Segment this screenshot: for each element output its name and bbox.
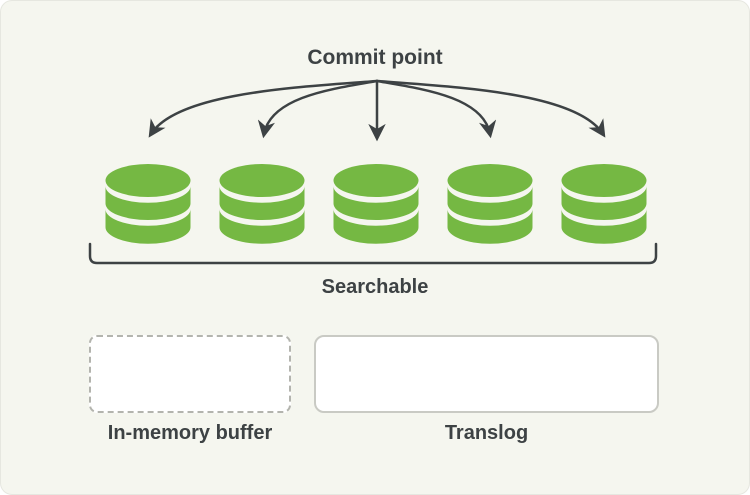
arrow-line bbox=[257, 79, 379, 139]
in-memory-buffer-box bbox=[89, 335, 291, 413]
in-memory-buffer-label: In-memory buffer bbox=[107, 422, 273, 444]
segment-row bbox=[106, 164, 647, 244]
database-icon bbox=[562, 164, 647, 244]
translog-box bbox=[314, 335, 659, 413]
translog-label: Translog bbox=[444, 422, 529, 444]
arrow-line bbox=[375, 79, 606, 138]
database-icon bbox=[106, 164, 191, 244]
arrow-line bbox=[148, 79, 379, 138]
arrow-line bbox=[375, 79, 497, 139]
searchable-label: Searchable bbox=[321, 276, 429, 298]
searchable-bracket bbox=[88, 242, 658, 265]
commit-fan-arrows bbox=[148, 79, 606, 142]
database-icon bbox=[334, 164, 419, 244]
commit-point-label: Commit point bbox=[307, 46, 443, 69]
database-icon bbox=[220, 164, 305, 244]
database-icon bbox=[448, 164, 533, 244]
